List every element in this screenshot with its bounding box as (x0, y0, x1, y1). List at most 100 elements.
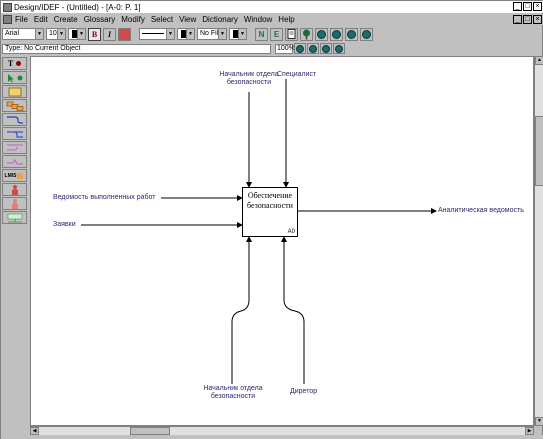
scroll-up-icon[interactable]: ▲ (535, 56, 543, 65)
font-size-value: 10 (49, 30, 57, 37)
input-label-2[interactable]: Заявки (53, 221, 76, 228)
menu-edit[interactable]: Edit (33, 15, 48, 24)
chevron-down-icon: ▼ (35, 29, 43, 39)
color-swatch (72, 30, 80, 38)
tree-icon[interactable] (300, 27, 313, 41)
text-tool-label: T (7, 58, 14, 68)
box-tool[interactable] (2, 85, 27, 98)
zoom-level[interactable]: 100% (275, 43, 295, 54)
mechanism-arrow-2[interactable] (281, 236, 305, 384)
mechanism-label-2[interactable]: Диретор (290, 388, 318, 395)
zoom-in-icon[interactable] (315, 27, 328, 41)
bold-button[interactable]: B (88, 27, 101, 41)
line-style-select[interactable]: ▼ (139, 28, 175, 40)
menu-window[interactable]: Window (243, 15, 273, 24)
zoom-glyph (296, 44, 304, 53)
mechanism-label-1[interactable]: Начальник отдела безопасности (203, 385, 263, 400)
menu-create[interactable]: Create (53, 15, 78, 24)
fill-value: No Fill (200, 30, 220, 37)
scroll-left-icon[interactable]: ◀ (30, 427, 39, 435)
zoom-fit-small-icon[interactable] (320, 43, 332, 54)
branch-arrow-icon (6, 131, 23, 137)
menu-select[interactable]: Select (150, 15, 174, 24)
zoom-out-small-icon[interactable] (307, 43, 319, 54)
italic-button[interactable]: I (103, 27, 116, 41)
tree-icon-glyph (303, 29, 310, 39)
text-color-select[interactable]: ▼ (68, 28, 86, 40)
window-title: Design/IDEF - (Untitled) - [A-0: P. 1] (14, 2, 141, 12)
zoom-in-glyph (317, 29, 326, 39)
zoom-out-icon[interactable] (330, 27, 343, 41)
menu-help[interactable]: Help (278, 15, 295, 24)
label-tool-text: LMIS (4, 172, 17, 179)
page-icon-glyph (287, 28, 296, 39)
fill-color-select[interactable]: ▼ (229, 28, 247, 40)
page-icon[interactable] (285, 27, 298, 41)
scroll-right-icon[interactable]: ▶ (525, 427, 534, 435)
vertical-scroll-thumb[interactable] (535, 116, 543, 186)
menu-modify[interactable]: Modify (121, 15, 145, 24)
close-button[interactable]: × (533, 2, 542, 11)
tunnel-icon (7, 213, 22, 222)
chevron-down-icon: ▼ (57, 29, 65, 39)
chevron-down-icon: ▼ (186, 29, 194, 39)
font-value: Arial (5, 30, 20, 37)
arrow-icon (6, 115, 23, 124)
zoom-page-icon[interactable] (360, 27, 373, 41)
text-tool[interactable]: T (2, 57, 27, 70)
select-tool[interactable] (2, 71, 27, 84)
line-sample (142, 32, 164, 34)
branch-arrow-tool[interactable] (2, 127, 27, 140)
app-icon[interactable] (3, 2, 12, 12)
arrow-tool[interactable] (2, 113, 27, 126)
squiggle-tool[interactable] (2, 155, 27, 168)
zoom-in-small-icon[interactable] (294, 43, 306, 54)
menu-glossary[interactable]: Glossary (83, 15, 116, 24)
e-button[interactable]: E (270, 27, 283, 41)
label-tool[interactable]: LMIS (2, 169, 27, 182)
zoom-fit-icon[interactable] (345, 27, 358, 41)
mechanism-arrow-1[interactable] (231, 236, 252, 384)
person-tool-2[interactable] (2, 197, 27, 210)
join-arrow-tool[interactable] (2, 141, 27, 154)
multi-box-tool[interactable] (2, 99, 27, 112)
input-label-1[interactable]: Ведомость выполненных работ (53, 194, 156, 201)
horizontal-scroll-thumb[interactable] (130, 427, 170, 435)
diagram-canvas[interactable]: Начальник отдела безопасности Специалист… (30, 56, 534, 426)
activity-box-a0[interactable]: Обеспечение безопасности A0 (242, 187, 298, 237)
person-tool[interactable] (2, 183, 27, 196)
fill-select[interactable]: No Fill ▼ (197, 28, 227, 40)
minimize-button[interactable]: _ (513, 2, 522, 11)
scroll-down-icon[interactable]: ▼ (535, 417, 543, 426)
maximize-button[interactable]: □ (523, 2, 532, 11)
menu-dictionary[interactable]: Dictionary (202, 15, 238, 24)
tool-palette: T LMIS (2, 57, 28, 237)
join-arrow-icon (6, 144, 23, 150)
zoom-fit-glyph (347, 29, 356, 39)
menu-file[interactable]: File (15, 15, 28, 24)
output-label-1[interactable]: Аналитическая ведомость (438, 207, 524, 214)
font-size-select[interactable]: 10 ▼ (46, 28, 66, 40)
doc-minimize-button[interactable]: _ (513, 15, 522, 24)
vertical-scrollbar[interactable]: ▲ ▼ (534, 56, 543, 426)
n-button[interactable]: N (255, 27, 268, 41)
control-label-2[interactable]: Специалист (277, 71, 317, 78)
line-color-select[interactable]: ▼ (177, 28, 195, 40)
control-label-1[interactable]: Начальник отдела безопасности (219, 71, 279, 86)
zoom-out-glyph (332, 29, 341, 39)
person-icon (11, 198, 18, 209)
color-icon[interactable] (118, 27, 131, 41)
menu-view[interactable]: View (179, 15, 197, 24)
document-icon[interactable] (3, 15, 12, 24)
format-toolbar: Arial ▼ 10 ▼ ▼ B I ▼ ▼ No Fill ▼ ▼ (1, 26, 543, 42)
doc-close-button[interactable]: × (533, 15, 542, 24)
label-icon (17, 172, 24, 179)
chevron-down-icon: ▼ (166, 29, 174, 39)
doc-restore-button[interactable]: □ (523, 15, 532, 24)
font-select[interactable]: Arial ▼ (2, 28, 44, 40)
zoom-page-small-icon[interactable] (333, 43, 345, 54)
window-controls: _ □ × (513, 2, 542, 11)
tunnel-tool[interactable] (2, 211, 27, 224)
person-icon (11, 184, 18, 195)
horizontal-scrollbar[interactable]: ◀ ▶ (30, 426, 534, 435)
